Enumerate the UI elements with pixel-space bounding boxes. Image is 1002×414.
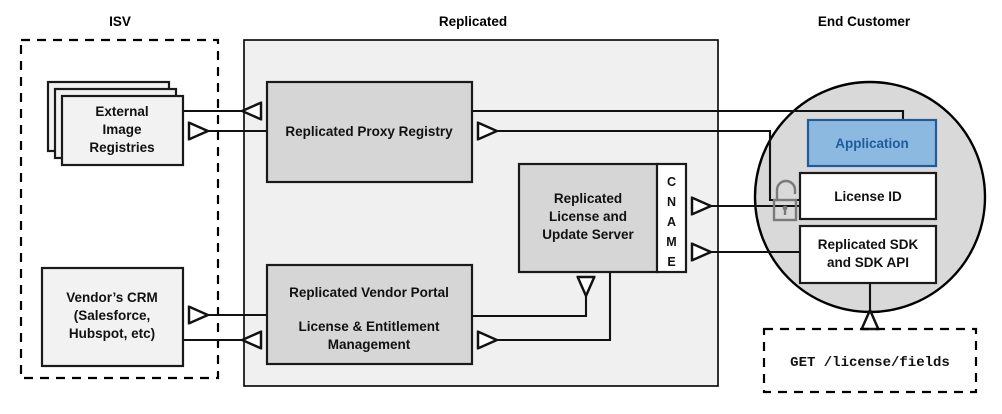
vendor-portal-box	[265, 263, 474, 366]
zone-label-isv: ISV	[109, 14, 131, 29]
license-id-box	[798, 171, 938, 221]
vendor-portal-line-1: Replicated Vendor Portal	[289, 285, 449, 300]
vendor-crm-line-2: (Salesforce,	[74, 308, 151, 323]
vendor-crm[interactable]: Vendor’s CRM (Salesforce, Hubspot, etc)	[40, 266, 185, 368]
license-update-server-box	[517, 162, 660, 274]
registry-stack-front	[60, 94, 185, 167]
replicated-vendor-portal[interactable]: Replicated Vendor Portal License & Entit…	[265, 263, 474, 366]
license-id-node[interactable]: License ID	[798, 171, 938, 221]
connector-portal-to-license-server	[472, 277, 586, 318]
application-node[interactable]: Application	[806, 118, 938, 168]
replicated-proxy-registry[interactable]: Replicated Proxy Registry	[265, 80, 474, 184]
api-request-node[interactable]: GET /license/fields	[762, 327, 978, 394]
replicated-license-update-server[interactable]: Replicated License and Update Server	[517, 162, 660, 274]
replicated-sdk-line-1: Replicated SDK	[818, 237, 919, 252]
vendor-crm-box	[40, 266, 185, 368]
cname-letter-a: A	[667, 215, 676, 229]
license-server-line-1: Replicated	[554, 191, 622, 206]
cname-letter-c: C	[667, 175, 676, 189]
license-server-line-3: Update Server	[542, 227, 634, 242]
replicated-sdk-line-2: and SDK API	[827, 255, 909, 270]
application-box	[806, 118, 938, 168]
cname-strip[interactable]: C N A M E	[655, 162, 688, 274]
proxy-registry-label: Replicated Proxy Registry	[285, 124, 453, 139]
vendor-portal-line-2: License & Entitlement	[298, 319, 440, 334]
api-request-box	[762, 327, 978, 394]
connector-license-server-to-portal	[478, 271, 612, 340]
cname-box	[655, 162, 688, 274]
proxy-registry-box	[265, 80, 474, 184]
external-registries-line-2: Image	[102, 122, 142, 137]
replicated-sdk-node[interactable]: Replicated SDK and SDK API	[798, 224, 938, 285]
isv-boundary	[19, 38, 220, 380]
application-label: Application	[835, 136, 909, 151]
cname-letter-n: N	[667, 195, 676, 209]
unlocked-padlock-icon	[772, 179, 798, 222]
external-image-registries[interactable]: External Image Registries	[46, 80, 185, 167]
vendor-portal-line-3: Management	[328, 337, 411, 352]
license-server-line-2: License and	[549, 209, 627, 224]
replicated-sdk-box	[798, 224, 938, 285]
zone-label-end-customer: End Customer	[818, 14, 911, 29]
cname-letter-m: M	[666, 235, 676, 249]
vendor-crm-line-3: Hubspot, etc)	[69, 326, 155, 341]
external-registries-line-3: Registries	[89, 140, 154, 155]
cname-letter-e: E	[667, 255, 675, 269]
api-request-label: GET /license/fields	[790, 355, 950, 371]
license-id-label: License ID	[834, 189, 902, 204]
zone-label-replicated: Replicated	[439, 14, 507, 29]
vendor-crm-line-1: Vendor’s CRM	[66, 290, 158, 305]
external-registries-line-1: External	[95, 104, 148, 119]
